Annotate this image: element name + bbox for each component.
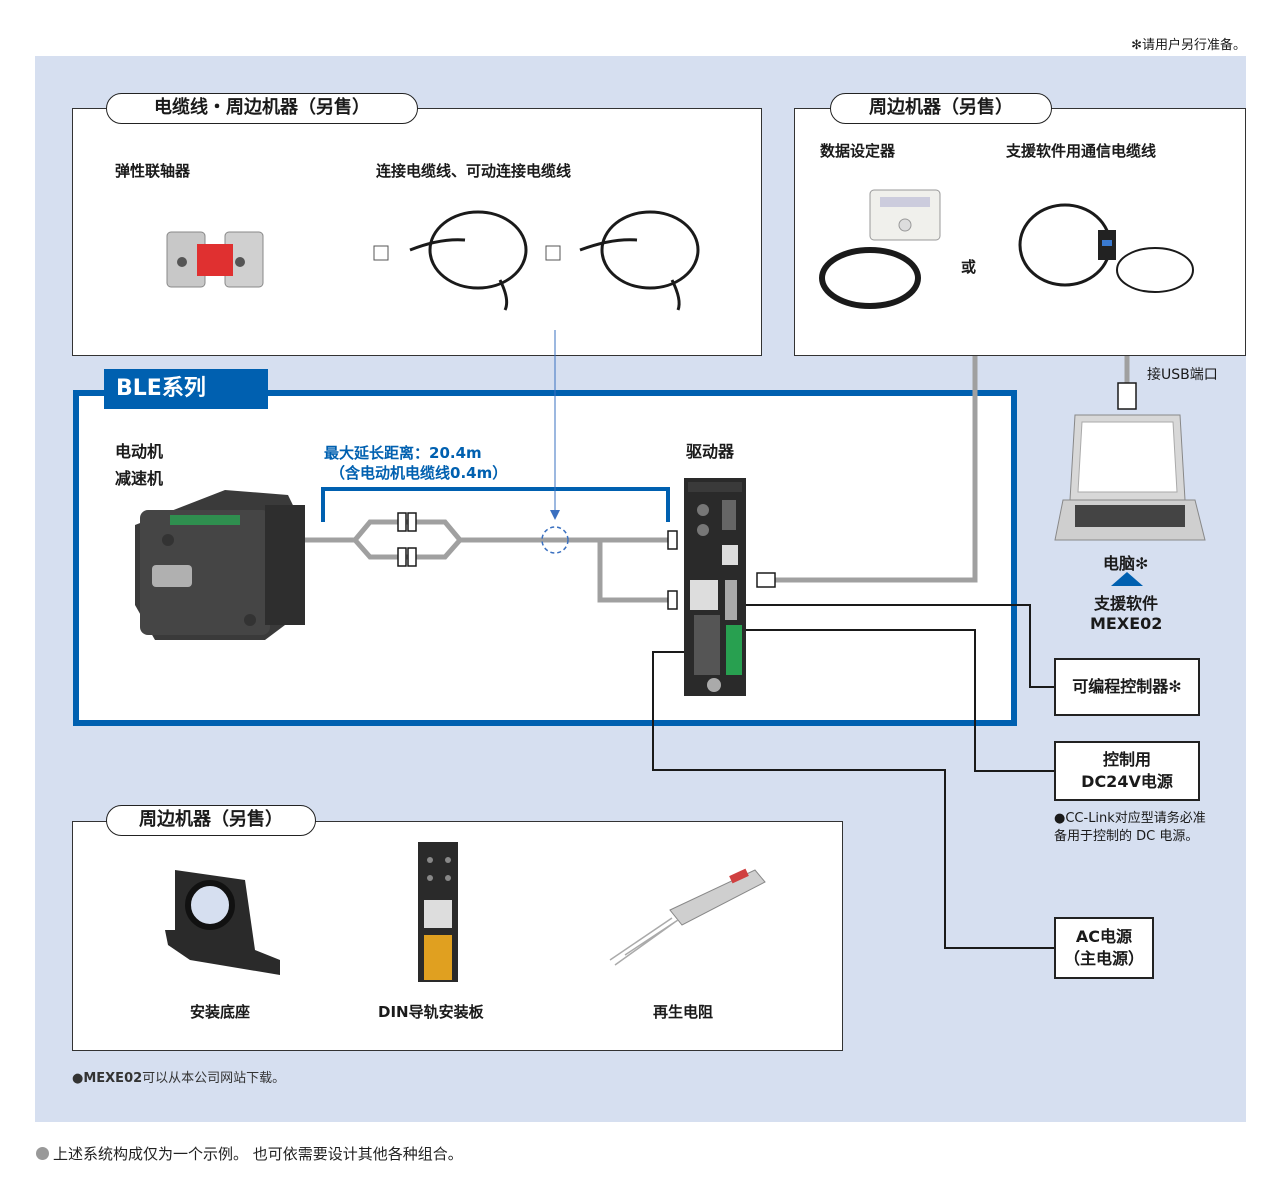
max-extension-line2: （含电动机电缆线0.4m） xyxy=(330,464,508,482)
usb-label: 接USB端口 xyxy=(1147,367,1218,383)
comm-cable-label: 支援软件用通信电缆线 xyxy=(1006,142,1157,160)
pc-label: 电脑✻ xyxy=(1103,554,1149,573)
ac-power-box: AC电源 （主电源） xyxy=(1054,917,1154,979)
mount-label: 安装底座 xyxy=(190,1003,251,1021)
cable-label: 连接电缆线、可动连接电缆线 xyxy=(376,162,572,180)
resistor-label: 再生电阻 xyxy=(653,1003,714,1021)
software-label: 支援软件 xyxy=(1094,594,1159,613)
software-arrow xyxy=(1111,572,1143,586)
cable-connectors xyxy=(397,382,1137,610)
regen-resistor-icon xyxy=(609,868,766,966)
cable-icon xyxy=(373,210,700,311)
ctrl-power-line1: 控制用 xyxy=(1102,750,1151,769)
top-note: ✻请用户另行准备。 xyxy=(1131,38,1246,53)
connection-point xyxy=(541,526,569,554)
mexe-note: ●MEXE02可以从本公司网站下载。 xyxy=(72,1067,285,1086)
footer-bullet xyxy=(36,1147,49,1160)
ble-series-title: BLE系列 xyxy=(104,369,268,409)
motor-icon xyxy=(135,490,305,640)
data-setter-icon xyxy=(819,189,941,309)
plc-box: 可编程控制器✻ xyxy=(1054,658,1200,716)
peripheral-bottom-title: 周边机器（另售） xyxy=(106,805,316,836)
footer-note-text: 上述系统构成仅为一个示例。 也可依需要设计其他各种组合。 xyxy=(53,1145,463,1163)
coupling-icon xyxy=(166,231,264,288)
ac-power-line1: AC电源 xyxy=(1075,927,1133,946)
cables-box-title: 电缆线・周边机器（另售） xyxy=(106,93,418,124)
or-label: 或 xyxy=(961,258,977,276)
ble-series-frame xyxy=(73,390,1017,726)
peripheral-top-title: 周边机器（另售） xyxy=(830,93,1052,124)
driver-label: 驱动器 xyxy=(686,442,735,461)
peripheral-top-box xyxy=(794,108,1246,356)
ctrl-power-line2: DC24V电源 xyxy=(1081,772,1173,791)
driver-icon xyxy=(684,478,746,696)
signal-lines xyxy=(652,604,1054,949)
comm-cable-icon xyxy=(1018,203,1194,293)
din-rail-plate-icon xyxy=(418,842,458,982)
mexe-note-rest: 可以从本公司网站下载。 xyxy=(142,1071,286,1086)
mexe-note-bold: ●MEXE02 xyxy=(72,1071,143,1086)
mounting-bracket-icon xyxy=(165,870,280,975)
ctrl-power-note: ●CC-Link对应型请务必准备用于控制的 DC 电源。 xyxy=(1054,811,1206,844)
software-name: MEXE02 xyxy=(1090,614,1163,633)
ctrl-power-box: 控制用 DC24V电源 xyxy=(1054,741,1200,801)
coupling-label: 弹性联轴器 xyxy=(115,162,191,180)
motor-label-1: 电动机 xyxy=(115,442,164,461)
motor-label-2: 减速机 xyxy=(115,469,164,488)
laptop-icon xyxy=(1054,414,1206,541)
data-setter-label: 数据设定器 xyxy=(820,142,896,160)
footer-note: 上述系统构成仅为一个示例。 也可依需要设计其他各种组合。 xyxy=(36,1143,463,1164)
plc-label: 可编程控制器✻ xyxy=(1072,677,1182,696)
din-label: DIN导轨安装板 xyxy=(378,1003,484,1021)
max-extension-line1: 最大延长距离：20.4m xyxy=(324,444,482,462)
max-extension-bracket xyxy=(321,487,670,522)
ac-power-line2: （主电源） xyxy=(1063,949,1144,968)
